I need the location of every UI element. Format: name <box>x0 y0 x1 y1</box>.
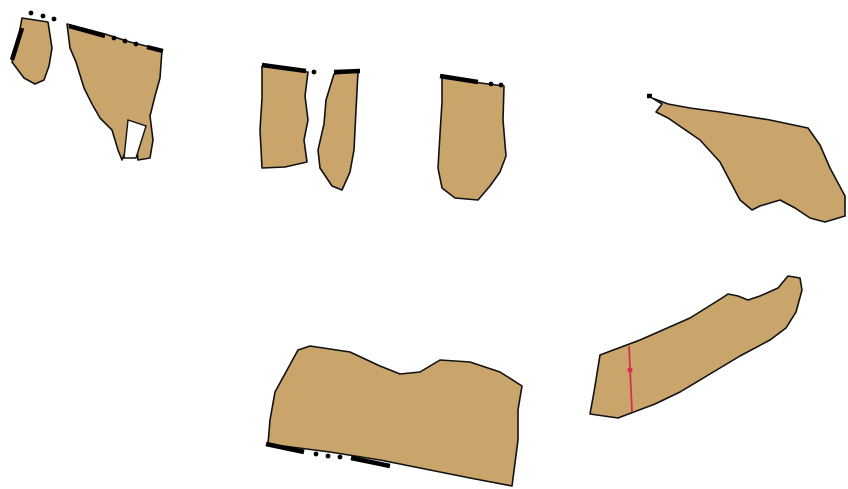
fragment-1-edge-dot <box>41 14 46 19</box>
fragment-5-edge-dot <box>499 83 504 88</box>
fragment-2[interactable] <box>67 24 163 160</box>
fragment-3-shape[interactable] <box>260 66 308 168</box>
fragment-2-shape[interactable] <box>67 24 162 160</box>
fragment-4-edge-bar <box>334 71 360 72</box>
fragment-8[interactable] <box>590 276 802 418</box>
fragment-1-edge-dot <box>52 17 57 22</box>
cut-line-marker <box>627 367 632 372</box>
fragment-1[interactable] <box>12 11 56 84</box>
fragment-2-edge-dot <box>134 42 139 47</box>
fragment-5-edge-dot <box>489 82 494 87</box>
fragment-7-shape[interactable] <box>268 346 522 486</box>
fragment-4[interactable] <box>318 71 360 190</box>
fragment-5[interactable] <box>438 76 506 200</box>
fragment-2-edge-dot <box>123 39 128 44</box>
fragment-3-edge-dot <box>312 70 317 75</box>
fragment-7[interactable] <box>266 346 522 486</box>
fragment-1-edge-dot <box>29 11 34 16</box>
fragment-3[interactable] <box>260 65 316 168</box>
fragment-7-edge-dot <box>326 454 331 459</box>
fragment-1-shape[interactable] <box>12 18 52 84</box>
fragment-8-shape[interactable] <box>590 276 802 418</box>
fragment-7-edge-dot <box>314 452 319 457</box>
fragment-4-shape[interactable] <box>318 72 358 190</box>
fragment-5-shape[interactable] <box>438 78 506 200</box>
fragment-2-edge-dot <box>112 36 117 41</box>
fragment-6[interactable] <box>647 96 845 222</box>
fragment-7-edge-dot <box>338 455 343 460</box>
fragment-6-shape[interactable] <box>652 98 845 222</box>
